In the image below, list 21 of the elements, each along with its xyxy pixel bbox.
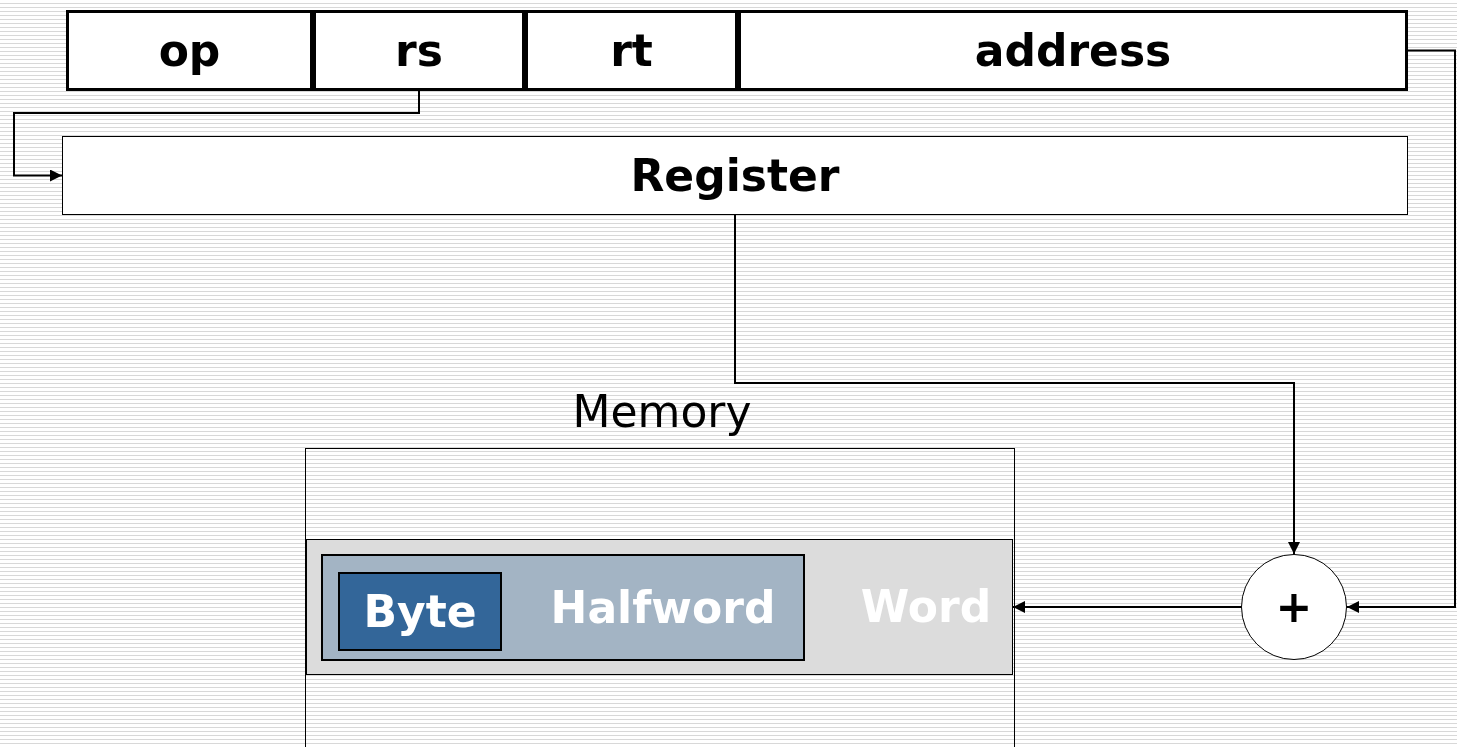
memory-heading: Memory (572, 388, 752, 437)
register-label: Register (630, 151, 840, 200)
field-label: rs (395, 26, 443, 75)
field-cell (738, 10, 1408, 91)
arrow (13, 90, 420, 182)
plus-sign: + (1275, 582, 1313, 632)
field-cell (66, 10, 313, 91)
field-cell (313, 10, 525, 91)
byte-box (338, 572, 502, 651)
field-label: op (158, 26, 221, 75)
arrow (1012, 601, 1242, 613)
halfword-label: Halfword (550, 583, 776, 632)
arrow (734, 214, 1300, 555)
arrow (1346, 49, 1456, 613)
halfword-box (321, 554, 805, 661)
word-band (306, 539, 1013, 675)
field-label: address (974, 26, 1172, 75)
byte-label: Byte (363, 587, 477, 636)
register-box (62, 136, 1408, 215)
field-cell (525, 10, 738, 91)
field-label: rt (610, 26, 653, 75)
